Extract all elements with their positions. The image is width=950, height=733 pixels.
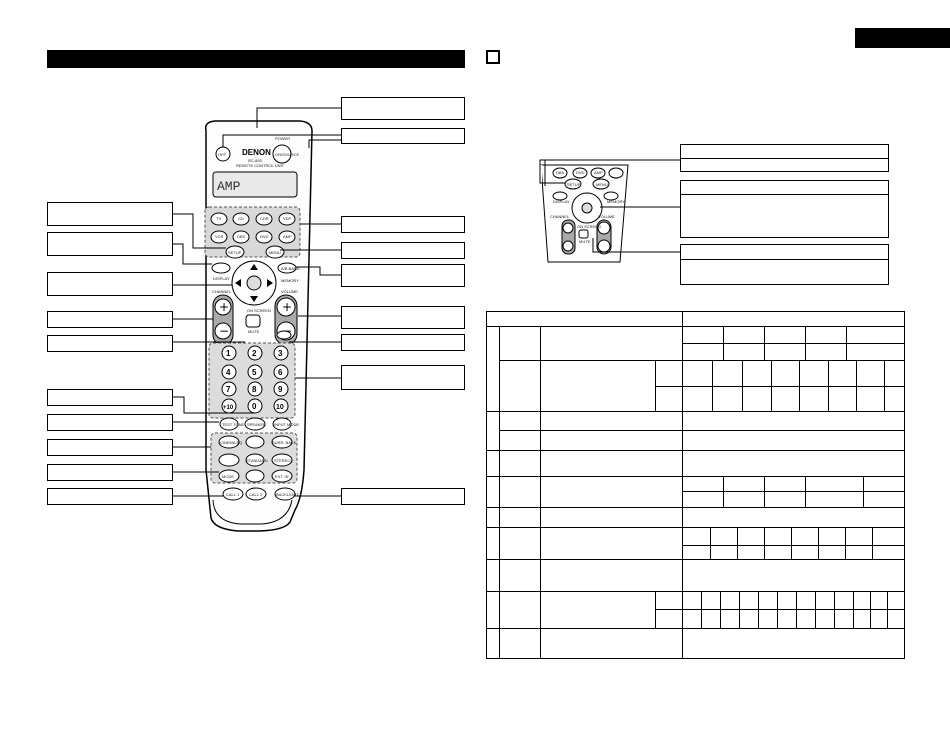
- num-1-label: 1: [226, 349, 231, 358]
- callout-surround-modes: [47, 439, 173, 456]
- model-label: RC-893: [248, 158, 263, 163]
- section-marker-icon: [486, 50, 500, 64]
- num-8-label: 8: [252, 385, 257, 394]
- ext-in-label: EXT. IN: [275, 474, 289, 479]
- callout-power-off: [341, 97, 465, 120]
- svg-text:+: +: [282, 300, 292, 314]
- tv-button-label: TV: [216, 216, 221, 221]
- memory-button-label: MEMORY: [281, 278, 299, 283]
- num-2-label: 2: [252, 349, 257, 358]
- dbs-button-label: DBS: [237, 234, 246, 239]
- channel-label: CHANNEL: [212, 289, 232, 294]
- cd-button-label: CD: [238, 216, 244, 221]
- small-dvd-label: DVD: [576, 170, 585, 175]
- callout-mode: [47, 464, 173, 481]
- callout-channel: [47, 311, 173, 328]
- small-display-label: DISPLAY: [553, 199, 570, 204]
- setup-button-label: SETUP: [228, 250, 242, 255]
- callout-source-select: [341, 216, 465, 233]
- speaker-label: SPEAKER: [247, 422, 266, 427]
- num-4-label: 4: [226, 368, 231, 377]
- mode-label: MODE: [222, 474, 234, 479]
- callout-test-tone: [47, 414, 173, 431]
- call1-label: CALL 1: [226, 492, 240, 497]
- band-button-label: A/B BAND: [281, 266, 300, 271]
- callout-number-buttons: [341, 365, 465, 390]
- brand-logo: DENON: [242, 148, 271, 157]
- small-channel-label: CHANNEL: [550, 214, 570, 219]
- volume-label: VOLUME: [281, 289, 298, 294]
- dvd-button-label: DVD: [260, 234, 269, 239]
- power-label: POWER: [275, 136, 290, 141]
- small-memory-label: MEMORY: [607, 199, 625, 204]
- callout-power-on: [341, 128, 465, 144]
- cinema-eq-label: CINEMA EQ: [220, 440, 242, 445]
- svg-text:+: +: [219, 300, 229, 314]
- callout-display: [47, 232, 173, 256]
- surround-back-label: SURR. BACK: [272, 440, 297, 445]
- small-dbs-label: DBS: [556, 170, 565, 175]
- callout-cursor: [47, 272, 173, 296]
- call2-label: CALL 2: [249, 492, 263, 497]
- num-5-label: 5: [252, 368, 257, 377]
- num-0-label: 0: [252, 402, 257, 411]
- callout-band-memory: [341, 264, 465, 287]
- svg-text:−: −: [219, 324, 229, 338]
- stereo-label: STEREO: [274, 458, 290, 463]
- small-menu-label: MENU: [596, 182, 608, 187]
- num-9-label: 9: [278, 385, 283, 394]
- num-10-label: 10: [276, 404, 284, 411]
- section-title-bar: [47, 50, 465, 68]
- small-mute-label: MUTE: [579, 239, 591, 244]
- test-tone-label: TEST TONE: [222, 422, 245, 427]
- lcd-display: AMP: [217, 179, 241, 194]
- callout-on-screen: [341, 334, 465, 351]
- callout-mute: [47, 335, 173, 352]
- callout-volume: [341, 306, 465, 329]
- callout-menu: [341, 242, 465, 259]
- callout-backlight: [341, 488, 465, 505]
- small-volume-label: VOLUME: [598, 214, 615, 219]
- small-amp-label: AMP: [594, 170, 603, 175]
- vdp-button-label: VDP: [283, 216, 292, 221]
- menu-button-label: MENU: [269, 250, 281, 255]
- callout-small-on-screen: [680, 244, 889, 285]
- amp-button-label: AMP: [283, 234, 292, 239]
- cdr-button-label: CDR: [260, 216, 269, 221]
- num-7-label: 7: [226, 385, 231, 394]
- header-bar: [855, 28, 950, 48]
- backlight-label: BACKLIGHT: [276, 492, 299, 497]
- on-source-label: ON/SOURCE: [275, 152, 300, 157]
- on-screen-label: ON SCREEN: [247, 308, 271, 313]
- mute-label: MUTE: [248, 329, 260, 334]
- callout-small-cursor: [680, 180, 889, 238]
- vcr-button-label: VCR: [215, 234, 224, 239]
- remote-subtitle: REMOTE CONTROL UNIT: [236, 163, 285, 168]
- num-plus10-label: +10: [223, 405, 234, 411]
- off-button-label: OFF: [218, 152, 227, 157]
- standard-label: STANDARD: [246, 458, 268, 463]
- callout-setup: [47, 202, 173, 226]
- num-6-label: 6: [278, 368, 283, 377]
- small-on-screen-label: ON SCREEN: [577, 224, 601, 229]
- callout-speaker: [47, 389, 173, 406]
- callout-small-setup: [680, 144, 889, 172]
- small-setup-label: SETUP: [567, 182, 581, 187]
- num-3-label: 3: [278, 349, 283, 358]
- display-button-label: DISPLAY: [213, 276, 230, 281]
- callout-call: [47, 488, 173, 505]
- input-mode-label: INPUT MODE: [274, 422, 299, 427]
